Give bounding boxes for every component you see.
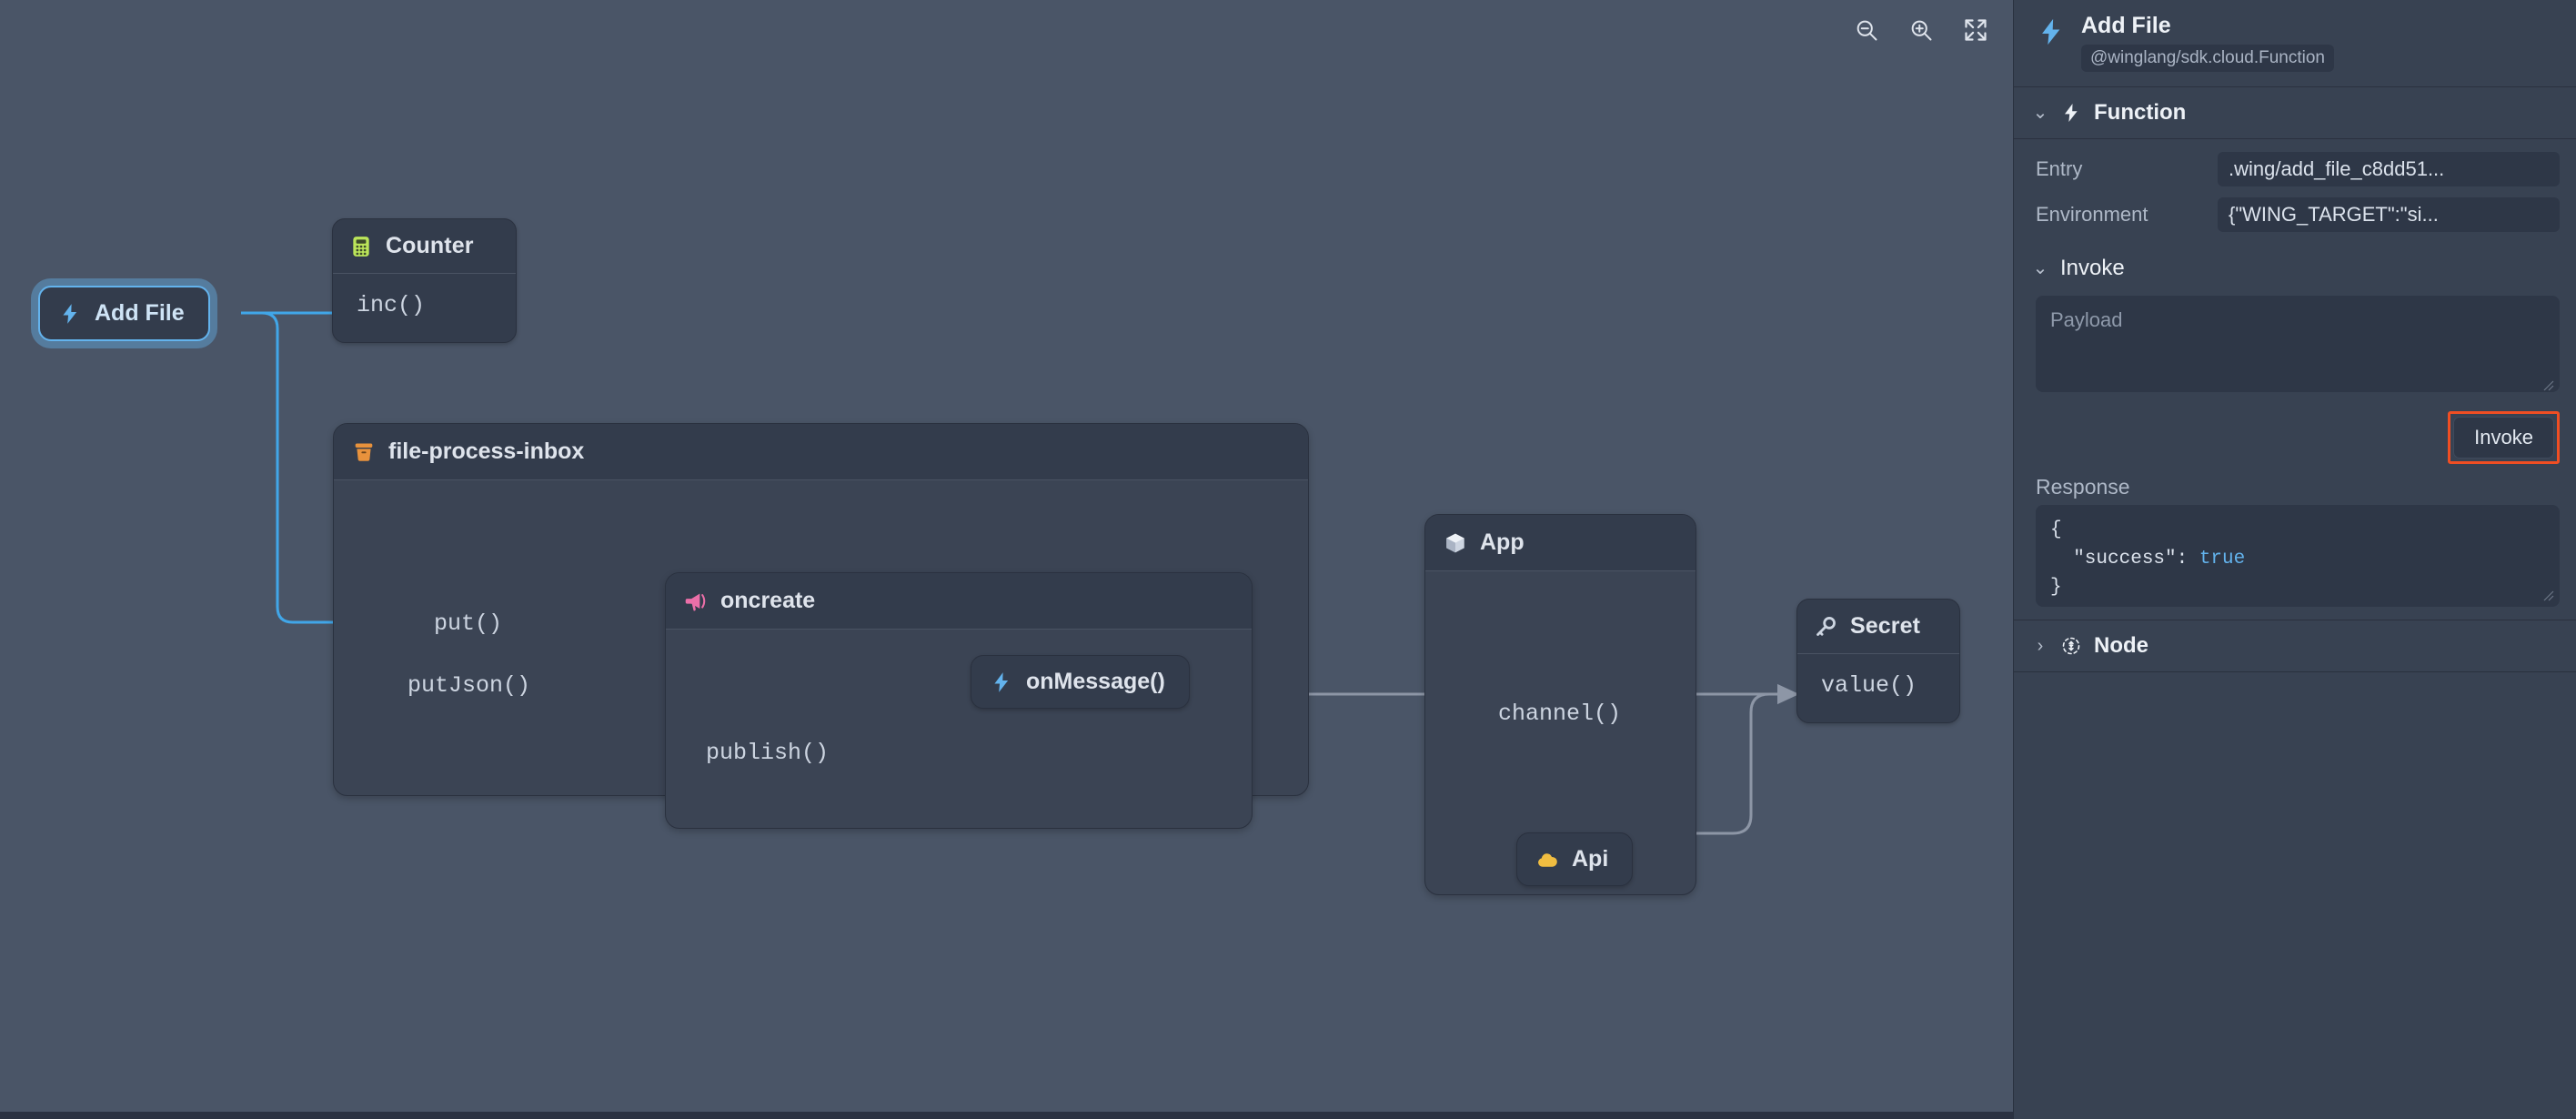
payload-input[interactable]: [2036, 296, 2560, 392]
node-secret-body: value(): [1797, 654, 1959, 722]
diagram-canvas[interactable]: Counter inc() Add File: [0, 0, 2013, 1119]
bucket-icon: [352, 440, 376, 464]
response-brace-open: {: [2050, 519, 2062, 540]
node-counter[interactable]: Counter inc(): [332, 218, 517, 343]
response-brace-close: }: [2050, 577, 2062, 598]
node-api[interactable]: Api: [1516, 832, 1634, 886]
section-header-function[interactable]: ⌄ Function: [2014, 87, 2576, 139]
method-putjson[interactable]: putJson(): [408, 672, 531, 699]
group-app[interactable]: App channel() Api: [1424, 514, 1696, 895]
function-lightning-icon: [58, 302, 82, 326]
response-key: "success":: [2050, 548, 2199, 570]
group-app-label: App: [1480, 529, 1524, 555]
divider: [333, 273, 516, 274]
panel-header: Add File @winglang/sdk.cloud.Function: [2014, 0, 2576, 87]
cube-icon: [1444, 531, 1467, 555]
node-counter-header: Counter: [333, 219, 516, 273]
node-on-message-label: onMessage(): [1026, 669, 1165, 694]
fit-screen-icon[interactable]: [1962, 16, 1989, 44]
section-title-node: Node: [2094, 633, 2148, 658]
invoke-body: [2014, 287, 2576, 406]
invoke-button-row: Invoke: [2014, 406, 2576, 471]
group-app-body: channel() Api: [1425, 571, 1696, 897]
node-counter-label: Counter: [386, 233, 474, 258]
canvas-toolbar[interactable]: [1853, 16, 1989, 44]
section-title-invoke: Invoke: [2060, 256, 2125, 280]
function-lightning-icon: [990, 670, 1013, 694]
group-oncreate-label: oncreate: [720, 588, 816, 613]
details-panel: Add File @winglang/sdk.cloud.Function ⌄ …: [2013, 0, 2576, 1119]
payload-wrapper: [2036, 296, 2560, 397]
zoom-in-icon[interactable]: [1907, 16, 1935, 44]
divider: [1797, 653, 1959, 654]
group-file-process-inbox-header: file-process-inbox: [334, 424, 1308, 479]
panel-subtitle-badge: @winglang/sdk.cloud.Function: [2081, 45, 2334, 72]
chevron-down-icon[interactable]: ⌄: [2032, 258, 2048, 278]
node-on-message[interactable]: onMessage(): [971, 655, 1190, 709]
function-lightning-icon: [2036, 16, 2067, 47]
response-output[interactable]: { "success": true }: [2036, 505, 2560, 607]
function-lightning-icon: [2060, 102, 2082, 124]
group-file-process-inbox-body: put() putJson() oncreate: [334, 480, 1308, 829]
node-counter-body: inc(): [333, 274, 516, 342]
method-channel[interactable]: channel(): [1498, 701, 1622, 727]
group-oncreate-body: publish(): [666, 630, 1252, 831]
invoke-button-highlight: Invoke: [2448, 411, 2560, 464]
group-app-header: App: [1425, 515, 1696, 570]
chevron-down-icon[interactable]: ⌄: [2032, 103, 2048, 123]
method-inc[interactable]: inc(): [357, 292, 426, 318]
node-add-file[interactable]: Add File: [38, 286, 210, 341]
group-oncreate-header: oncreate: [666, 573, 1252, 629]
panel-title: Add File: [2081, 13, 2171, 38]
node-tree-icon: [2060, 635, 2082, 657]
section-title-function: Function: [2094, 100, 2187, 125]
node-secret-header: Secret: [1797, 600, 1959, 653]
divider: [1425, 570, 1696, 571]
attr-row-environment: Environment {"WING_TARGET":"si...: [2014, 192, 2576, 237]
cloud-icon: [1535, 848, 1559, 872]
calculator-icon: [349, 235, 373, 258]
megaphone-topic-icon: [684, 590, 708, 613]
method-value[interactable]: value(): [1821, 672, 1917, 699]
section-header-invoke[interactable]: ⌄ Invoke: [2014, 243, 2576, 287]
response-value: true: [2199, 548, 2246, 570]
zoom-out-icon[interactable]: [1853, 16, 1880, 44]
group-file-process-inbox[interactable]: file-process-inbox put() putJson(): [333, 423, 1309, 829]
response-label: Response: [2036, 475, 2130, 499]
node-add-file-label: Add File: [95, 300, 185, 326]
divider: [334, 479, 1308, 480]
node-secret[interactable]: Secret value(): [1796, 599, 1960, 723]
section-header-node[interactable]: › Node: [2014, 620, 2576, 672]
attr-value-environment[interactable]: {"WING_TARGET":"si...: [2218, 197, 2560, 232]
node-secret-label: Secret: [1850, 613, 1921, 639]
attr-value-entry[interactable]: .wing/add_file_c8dd51...: [2218, 152, 2560, 186]
response-wrapper: { "success": true }: [2014, 505, 2576, 620]
attr-row-entry: Entry .wing/add_file_c8dd51...: [2014, 146, 2576, 192]
attr-key-environment: Environment: [2036, 203, 2148, 226]
invoke-button[interactable]: Invoke: [2453, 417, 2554, 459]
divider: [666, 629, 1252, 630]
node-api-label: Api: [1572, 846, 1609, 872]
method-publish[interactable]: publish(): [706, 740, 830, 766]
chevron-right-icon[interactable]: ›: [2037, 636, 2044, 656]
group-file-process-inbox-label: file-process-inbox: [388, 439, 585, 464]
method-put[interactable]: put(): [434, 610, 503, 637]
key-icon: [1814, 615, 1837, 639]
attr-key-entry: Entry: [2036, 157, 2083, 180]
function-attributes: Entry .wing/add_file_c8dd51... Environme…: [2014, 139, 2576, 243]
